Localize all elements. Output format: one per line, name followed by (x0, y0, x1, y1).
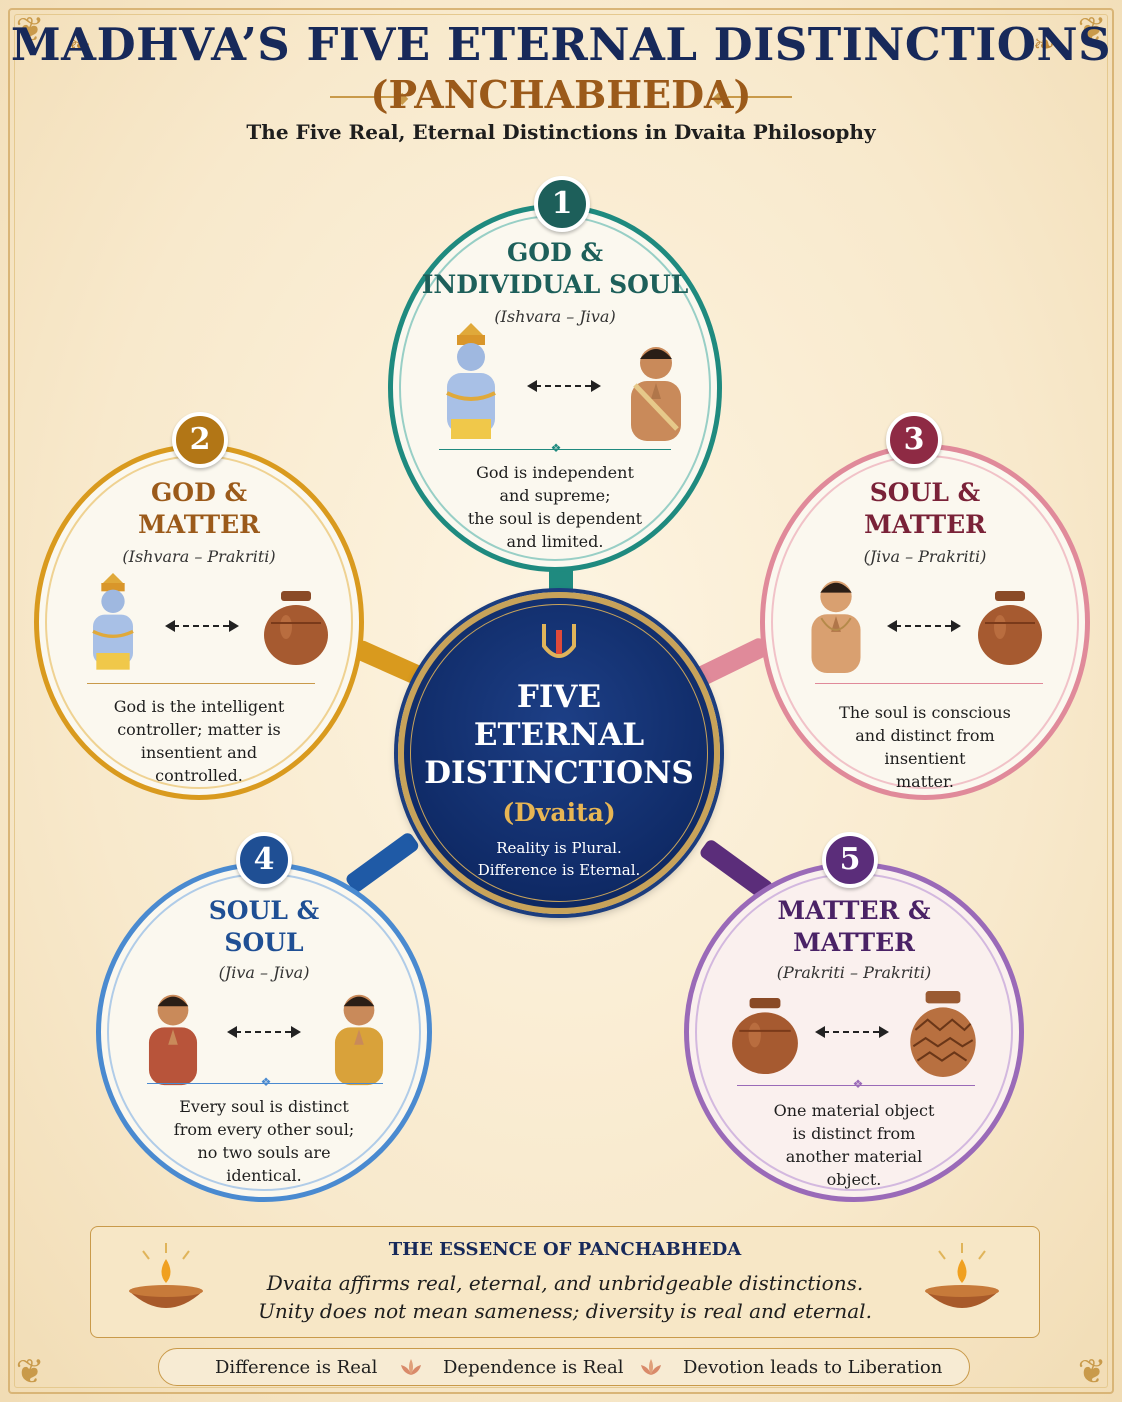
distinction-description: One material object (773, 1101, 935, 1120)
distinction-heading: SOUL & (208, 896, 320, 925)
badge-number-4: 4 (236, 832, 292, 888)
distinction-heading: MATTER (864, 510, 986, 539)
distinction-description: the soul is dependent (467, 509, 643, 528)
page-subtitle: (PANCHABHEDA) (370, 72, 752, 117)
page-tagline: The Five Real, Eternal Distinctions in D… (246, 120, 876, 144)
distinction-description: from every other soul; (173, 1120, 355, 1139)
distinction-heading: SOUL & (869, 478, 981, 507)
page-title: MADHVA’S FIVE ETERNAL DISTINCTIONS (10, 18, 1112, 71)
distinction-card-4: SOUL & SOUL (Jiva – Jiva) ❖ Every soul i… (96, 862, 432, 1202)
distinction-heading: MATTER (793, 928, 915, 957)
principle-item: Difference is Real (215, 1357, 378, 1378)
devotee-figure-icon (148, 994, 198, 1086)
distinction-description: The soul is conscious (839, 703, 1011, 722)
corner-flourish-icon: ❦ (15, 1352, 45, 1392)
distinction-heading: GOD & (506, 238, 604, 267)
distinction-description: and supreme; (499, 486, 611, 505)
clay-pot-icon (264, 591, 328, 665)
devotee-figure-icon (811, 580, 861, 674)
distinction-description: and distinct from (855, 726, 995, 745)
distinction-description: matter. (895, 772, 954, 791)
hub-title: ETERNAL (473, 717, 645, 753)
devotee-figure-icon (631, 347, 681, 441)
badge-number-3: 3 (886, 412, 942, 468)
distinction-description: God is independent (476, 463, 634, 482)
outer-frame (8, 8, 1114, 1394)
distinction-heading: MATTER & (777, 896, 931, 925)
distinction-sanskrit: (Jiva – Jiva) (218, 963, 310, 982)
subtitle-rule (728, 96, 792, 98)
divider-flourish-icon: ❖ (260, 1075, 272, 1089)
distinction-sanskrit: (Ishvara – Jiva) (494, 307, 616, 326)
divider-flourish-icon: ❖ (852, 1077, 864, 1091)
double-arrow-icon (527, 380, 601, 392)
divider-flourish-icon: ❖ (550, 441, 562, 455)
lotus-icon (401, 1359, 421, 1375)
subtitle-diamond-icon: ◆ (396, 88, 409, 107)
distinction-description: Every soul is distinct (179, 1097, 349, 1116)
corner-flourish-icon: ❦ (15, 10, 45, 50)
badge-number-1: 1 (534, 176, 590, 232)
distinction-description: identical. (226, 1166, 302, 1185)
patterned-pot-icon (910, 991, 976, 1077)
devotee-figure-icon (334, 994, 384, 1086)
center-hub: FIVE ETERNAL DISTINCTIONS (Dvaita) Reali… (398, 592, 720, 914)
distinction-description: is distinct from (792, 1124, 916, 1143)
inner-frame (14, 14, 1108, 1388)
distinction-description: insentient and (140, 743, 258, 762)
title-flourish-icon: ❧ (69, 30, 91, 60)
distinction-description: insentient (884, 749, 966, 768)
title-flourish-icon: ❧ (1033, 30, 1055, 60)
distinction-card-5: MATTER & MATTER (Prakriti – Prakriti) ❖ … (684, 862, 1024, 1202)
distinction-description: God is the intelligent (113, 697, 285, 716)
badge-number-5: 5 (822, 832, 878, 888)
distinction-sanskrit: (Jiva – Prakriti) (863, 547, 987, 566)
distinction-description: controller; matter is (117, 720, 281, 739)
distinction-card-3: SOUL & MATTER (Jiva – Prakriti) The soul… (760, 444, 1090, 800)
double-arrow-icon (815, 1026, 889, 1038)
distinction-card-2: GOD & MATTER (Ishvara – Prakriti) God is… (34, 444, 364, 800)
lotus-icon (641, 1359, 661, 1375)
vishnu-figure-icon (92, 573, 134, 670)
hub-tagline: Reality is Plural. (496, 839, 622, 857)
subtitle-diamond-icon: ◆ (712, 88, 725, 107)
essence-text: Unity does not mean sameness; diversity … (258, 1299, 872, 1323)
principle-item: Devotion leads to Liberation (683, 1357, 943, 1378)
essence-text: Dvaita affirms real, eternal, and unbrid… (266, 1271, 864, 1295)
distinction-description: no two souls are (197, 1143, 331, 1162)
hub-tagline: Difference is Eternal. (477, 861, 641, 879)
double-arrow-icon (887, 620, 961, 632)
hub-title: FIVE (516, 679, 602, 715)
vishnu-figure-icon (446, 323, 496, 439)
subtitle-rule (330, 96, 394, 98)
clay-pot-icon (978, 591, 1042, 665)
hub-title: DISTINCTIONS (424, 755, 694, 791)
hub-school: (Dvaita) (502, 798, 616, 827)
oil-lamp-icon (129, 1243, 203, 1308)
essence-title: THE ESSENCE OF PANCHABHEDA (388, 1239, 742, 1260)
distinction-sanskrit: (Prakriti – Prakriti) (776, 963, 932, 982)
double-arrow-icon (227, 1026, 301, 1038)
distinction-description: object. (826, 1170, 882, 1189)
essence-panel: THE ESSENCE OF PANCHABHEDA Dvaita affirm… (90, 1226, 1040, 1338)
principle-item: Dependence is Real (443, 1357, 624, 1378)
double-arrow-icon (165, 620, 239, 632)
clay-pot-icon (732, 997, 798, 1075)
badge-number-2: 2 (172, 412, 228, 468)
corner-flourish-icon: ❦ (1077, 1352, 1107, 1392)
oil-lamp-icon (925, 1243, 999, 1308)
distinction-card-1: GOD & INDIVIDUAL SOUL (Ishvara – Jiva) ❖… (388, 204, 722, 572)
tilak-symbol-icon (542, 624, 576, 658)
corner-flourish-icon: ❦ (1077, 10, 1107, 50)
distinction-heading: INDIVIDUAL SOUL (421, 270, 689, 299)
distinction-description: another material (785, 1147, 923, 1166)
distinction-heading: MATTER (138, 510, 260, 539)
principles-bar: Difference is Real Dependence is Real De… (158, 1348, 970, 1386)
distinction-sanskrit: (Ishvara – Prakriti) (122, 547, 276, 566)
distinction-heading: SOUL (224, 928, 304, 957)
distinction-description: and limited. (506, 532, 604, 551)
distinction-description: controlled. (155, 766, 243, 785)
distinction-heading: GOD & (150, 478, 248, 507)
